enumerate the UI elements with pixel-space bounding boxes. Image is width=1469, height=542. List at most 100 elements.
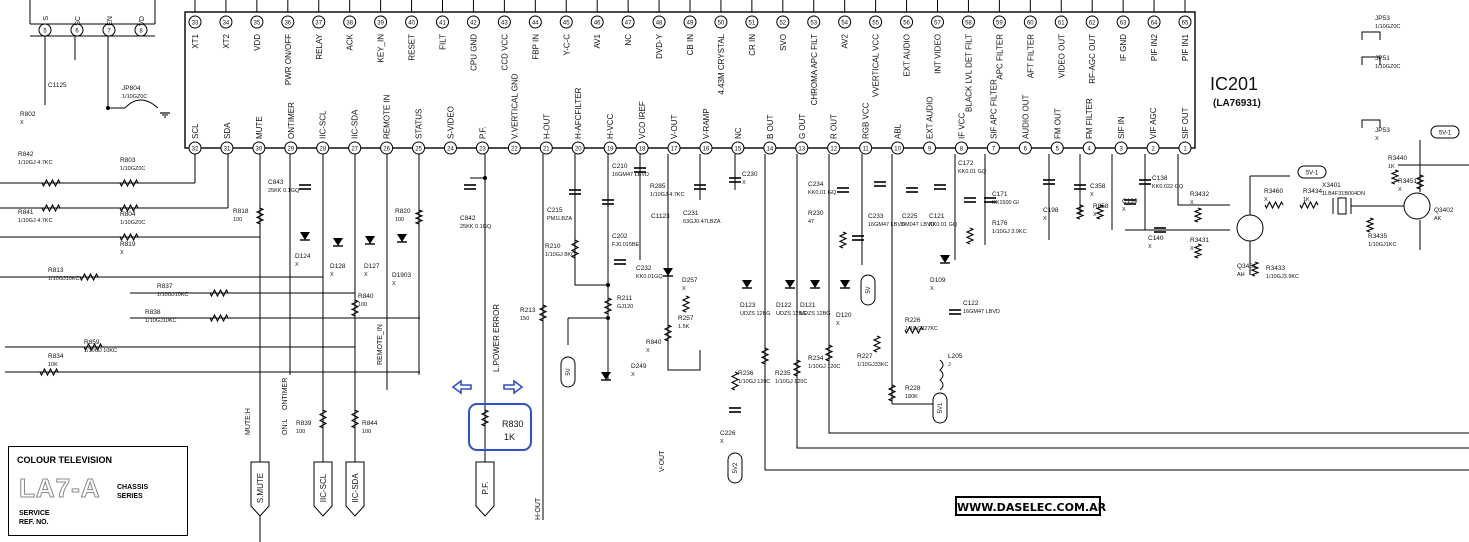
component-ref: R257 bbox=[678, 315, 694, 322]
bottom-pin-label: RGB VCC bbox=[862, 102, 871, 139]
component-value: 1/10GJ10KC bbox=[145, 318, 177, 324]
component-ref: R3432 bbox=[1190, 191, 1210, 198]
component-value: 1/10GJ 120C bbox=[808, 364, 840, 370]
connector-pin-label: EN bbox=[107, 16, 114, 26]
website-label: WWW.DASELEC.COM.AR bbox=[955, 496, 1106, 516]
top-pin-label: XT1 bbox=[191, 33, 200, 48]
component-value: 10K bbox=[48, 362, 58, 368]
component-ref: R804 bbox=[120, 211, 136, 218]
component-value: X bbox=[20, 120, 24, 126]
top-pin-number: 36 bbox=[284, 21, 291, 27]
transistor-q3402 bbox=[1403, 192, 1431, 220]
ic201-package bbox=[38, 11, 1196, 155]
flag-label: IIC-SDA bbox=[351, 473, 360, 503]
junction-dot bbox=[606, 283, 610, 287]
diode bbox=[397, 234, 407, 242]
top-pin-label: NC bbox=[624, 34, 633, 46]
bottom-pin-label: FM FILTER bbox=[1085, 98, 1094, 139]
component-value: 1.5K bbox=[678, 324, 690, 330]
component-value: X bbox=[295, 262, 299, 268]
component-ref: C232 bbox=[636, 265, 652, 272]
component-value: UDZS 12BG bbox=[740, 311, 771, 317]
component-value: X bbox=[682, 286, 686, 292]
top-pin-59 bbox=[992, 15, 1006, 29]
top-pin-63 bbox=[1116, 15, 1130, 29]
top-pin-62 bbox=[1085, 15, 1099, 29]
component-value: 1/10GZ0C bbox=[1375, 64, 1400, 70]
component-ref: C230 bbox=[742, 171, 758, 178]
bottom-pin-number: 32 bbox=[192, 147, 199, 153]
component-value: 16GM47 LBVD bbox=[963, 309, 1000, 315]
component-ref: R834 bbox=[48, 353, 64, 360]
top-pin-49 bbox=[683, 15, 697, 29]
top-pin-number: 51 bbox=[749, 21, 756, 27]
top-pin-label: VDD bbox=[253, 34, 262, 51]
wire bbox=[574, 154, 606, 286]
component-value: 1/10GJ 3.9KC bbox=[992, 229, 1027, 235]
component-ref: R236 bbox=[738, 370, 754, 377]
top-pin-35 bbox=[250, 15, 264, 29]
bottom-pin-label: IF VCC bbox=[957, 113, 966, 139]
component-value: 1/10GJ10KC bbox=[48, 276, 80, 282]
top-pin-label: CB IN bbox=[686, 34, 695, 56]
resistor bbox=[792, 359, 802, 377]
bottom-pin-27 bbox=[348, 141, 362, 155]
component-value: 47 bbox=[808, 219, 814, 225]
top-pin-label: IF GND bbox=[1119, 34, 1128, 61]
bottom-pin-label: S-VIDEO bbox=[446, 106, 455, 139]
wire bbox=[764, 154, 1469, 471]
top-pin-number: 47 bbox=[625, 21, 632, 27]
component-ref: D124 bbox=[295, 253, 311, 260]
component-value: X bbox=[330, 272, 334, 278]
connector-pin-number: 8 bbox=[139, 29, 143, 35]
resistor bbox=[83, 342, 103, 352]
component-value: PM1LBZA bbox=[547, 216, 572, 222]
component-value: 1/10GJ 120C bbox=[738, 379, 770, 385]
component-value: 1/10GZ0C bbox=[120, 220, 145, 226]
bottom-pin-label: SDA bbox=[223, 122, 232, 139]
top-pin-label: RESET bbox=[408, 34, 417, 61]
component-ref: C233 bbox=[868, 213, 884, 220]
flag-pf bbox=[475, 461, 495, 517]
component-value: UDZS 12BG bbox=[776, 311, 807, 317]
bottom-pin-label: STATUS bbox=[415, 109, 424, 139]
resistor bbox=[965, 227, 975, 245]
component-ref: R844 bbox=[362, 420, 378, 427]
component-value: UDZS 12BG bbox=[800, 311, 831, 317]
resistor bbox=[1193, 207, 1203, 223]
bottom-pin-number: 30 bbox=[256, 147, 263, 153]
bottom-pin-label: V-RAMP bbox=[702, 108, 711, 139]
r830-value: 1K bbox=[504, 432, 515, 442]
bottom-pin-number: 22 bbox=[511, 147, 518, 153]
component-ref: JP804 bbox=[122, 85, 141, 92]
top-pin-label: PWR ON/OFF bbox=[284, 34, 293, 85]
bottom-pin-16 bbox=[699, 141, 713, 155]
component-ref: R235 bbox=[775, 370, 791, 377]
component-ref: R226 bbox=[905, 317, 921, 324]
top-pin-label: FBP IN bbox=[531, 34, 540, 60]
bottom-pin-number: 25 bbox=[415, 147, 422, 153]
bottom-pin-number: 28 bbox=[319, 147, 326, 153]
top-pin-number: 45 bbox=[563, 21, 570, 27]
top-pin-label: AFT FILTER bbox=[1026, 34, 1035, 78]
bottom-pin-15 bbox=[731, 141, 745, 155]
bottom-pin-label: G OUT bbox=[798, 114, 807, 139]
component-ref: R839 bbox=[296, 420, 312, 427]
resistor bbox=[255, 207, 265, 225]
flag-iicscl bbox=[313, 461, 333, 517]
component-value: 1/10GJ1KC bbox=[1368, 242, 1396, 248]
component-ref: R210 bbox=[545, 243, 561, 250]
bottom-pin-label: R OUT bbox=[830, 114, 839, 139]
top-pin-36 bbox=[281, 15, 295, 29]
bottom-pin-9 bbox=[923, 141, 937, 155]
resistor bbox=[79, 272, 99, 282]
resistor bbox=[1264, 200, 1284, 210]
bottom-pin-32 bbox=[188, 141, 202, 155]
top-pin-label: VVERTICAL VCC bbox=[872, 34, 881, 97]
top-pin-34 bbox=[219, 15, 233, 29]
wire bbox=[1177, 154, 1230, 206]
bottom-pin-number: 19 bbox=[607, 147, 614, 153]
bottom-pin-number: 15 bbox=[735, 147, 742, 153]
